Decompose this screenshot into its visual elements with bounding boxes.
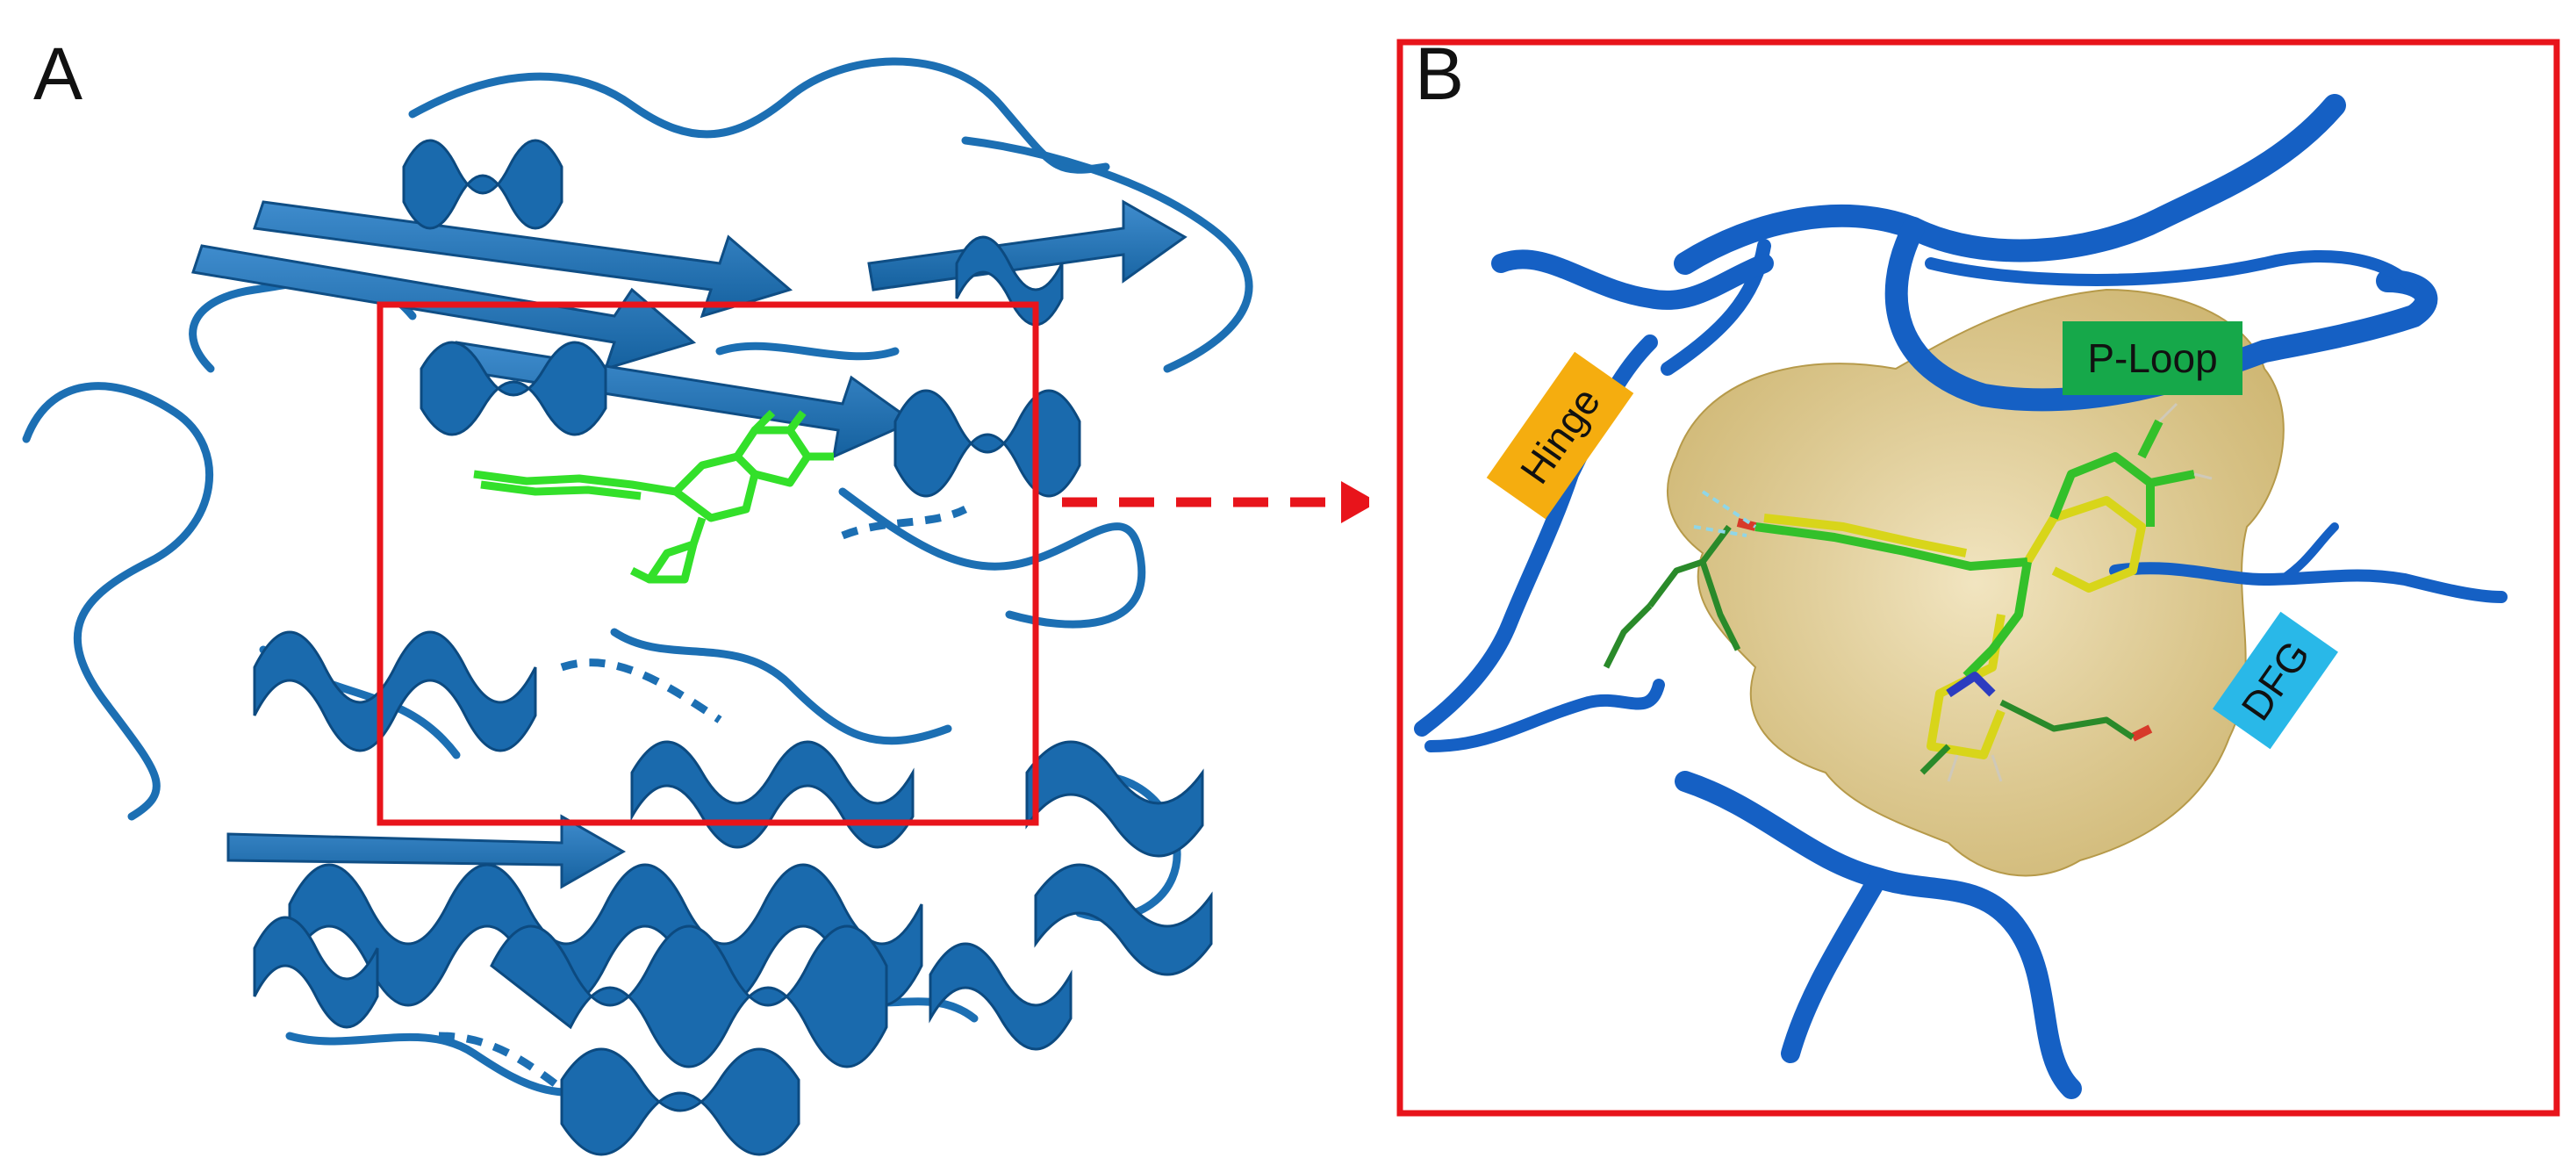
p-loop-label: P-Loop <box>2063 321 2242 395</box>
alpha-helices <box>253 139 1213 1156</box>
ligand-molecule <box>473 409 834 584</box>
pocket-surface <box>1667 288 2285 877</box>
hydrogens <box>1947 402 2213 782</box>
highlight-box <box>377 301 1039 826</box>
hydrogen-bonds <box>1693 490 1757 537</box>
panel-b-zoomed-binding-site: B <box>1387 0 2576 1158</box>
panel-a-letter: A <box>33 32 83 115</box>
panel-b-letter: B <box>1415 32 1465 115</box>
zoom-arrow <box>1062 481 1369 523</box>
protein-ribbon-structure <box>22 57 1369 1156</box>
ligand-sticks <box>1603 419 2195 775</box>
missing-residue-dashes <box>438 505 968 1092</box>
panel-a-full-structure: A <box>22 32 1369 1156</box>
binding-site-view <box>1396 39 2560 1117</box>
